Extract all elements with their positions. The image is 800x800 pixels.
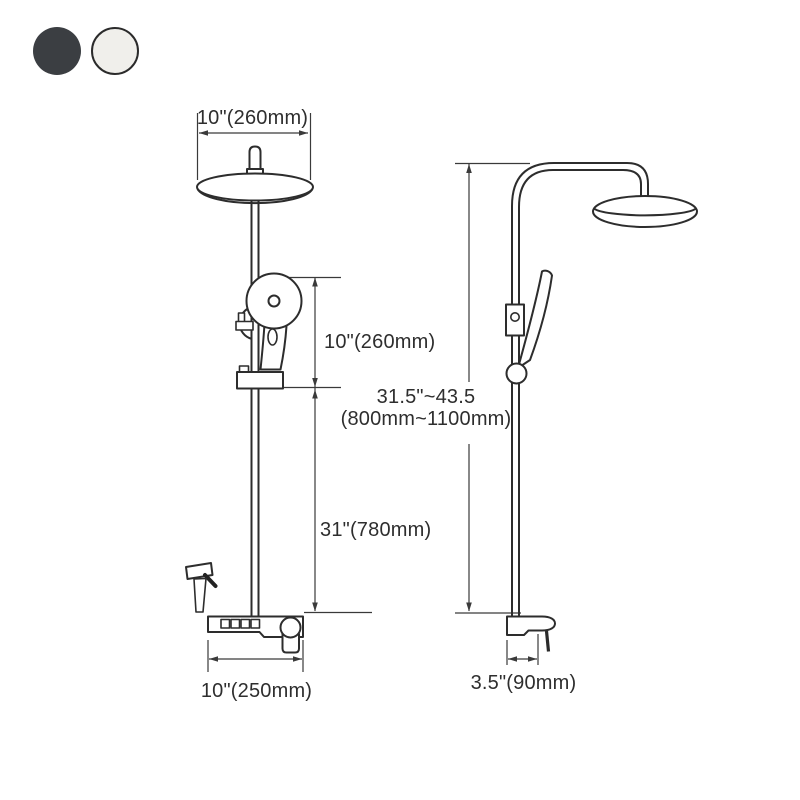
valve-button [230,618,241,629]
color-options [33,27,139,75]
valve-button [220,618,231,629]
front-hand-shower [235,272,303,390]
side-valve-lever [544,630,551,652]
front-riser-pipe [250,196,260,617]
side-height-range-label-line1: 31.5"~43.5 [377,386,476,408]
front-rain-shower-head [196,172,314,202]
valve-button [250,618,261,629]
front-shower-column [185,145,314,654]
front-pipe-height-label: 31"(780mm) [320,519,431,541]
side-base-depth-label: 3.5"(90mm) [471,672,577,694]
handle-hole [267,328,278,346]
side-riser-pipe [511,162,649,617]
front-bidet-sprayer [185,562,218,613]
front-head-width-label: 10"(260mm) [197,107,308,129]
side-view-drawing: 31.5"~43.5 (800mm~1100mm) 3.5"(90mm) [341,162,698,694]
side-valve-body [506,615,556,652]
hand-shower-handle [259,323,288,371]
color-option-dark-swatch[interactable] [33,27,81,75]
side-dimension-lines [455,162,539,665]
valve-button [240,618,251,629]
front-view-drawing: 10"(260mm) 10"(260mm) 31"(780mm) 10"(250… [185,107,435,702]
side-hand-shower-handle [517,269,553,369]
front-base-width-label: 10"(250mm) [201,680,312,702]
side-height-range-label-line2: (800mm~1100mm) [341,408,512,430]
valve-spout [281,633,300,654]
valve-knob [279,616,302,639]
front-head-stem [248,145,262,171]
side-shower-column [505,162,698,652]
front-valve-body [207,615,304,654]
front-hand-shower-height-label: 10"(260mm) [324,331,435,353]
side-hand-shower-head [505,362,528,385]
slider-bracket [236,371,284,390]
side-rain-shower-head [592,195,698,228]
color-option-white-swatch[interactable] [91,27,139,75]
